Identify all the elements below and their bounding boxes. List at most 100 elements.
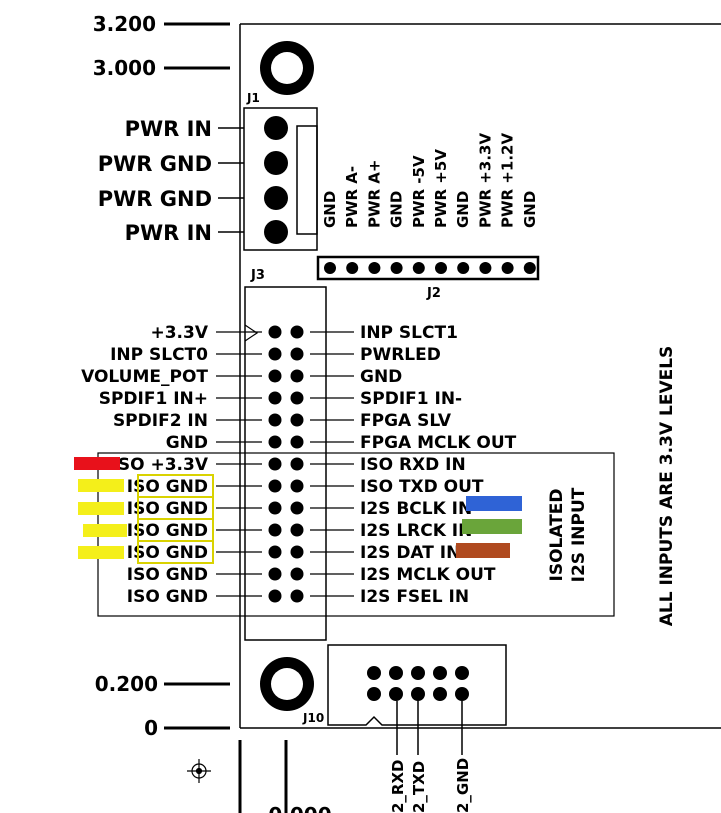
j10-pin-4 [433,666,447,680]
j3-right-label-8: ISO TXD OUT [360,477,484,497]
j10-pin-9 [433,687,447,701]
j2-designator: J2 [426,286,441,301]
j3-left-label-8: ISO GND [127,477,208,497]
isolated-label: ISOLATED [547,488,567,581]
i2s-input-label: I2S INPUT [569,487,589,582]
j2-pin-row [324,262,536,274]
j2-pin-2-label: PWR A- [343,166,361,228]
j2-pin-9 [501,262,514,274]
j3-left-label-10: ISO GND [127,521,208,541]
voltage-level-note: ALL INPUTS ARE 3.3V LEVELS [657,346,677,627]
j3-pin-right-12 [290,567,304,581]
j3-left-label-1: +3.3V [150,323,208,343]
yellow-highlight-3 [83,524,127,537]
j3-right-label-11: I2S DAT IN [360,543,460,563]
isolated-i2s-region: ISOLATED I2S INPUT [97,452,615,617]
j1-designator: J1 [246,91,260,105]
j3-right-label-10: I2S LRCK IN [360,521,472,541]
j2-pin-5 [412,262,425,274]
j3-left-label-5: SPDIF2 IN [113,411,208,431]
lrck-green-marker [462,519,522,534]
j2-pin-10-label: GND [521,191,539,228]
j3-right-label-1: INP SLCT1 [360,323,458,343]
j3-left-label-11: ISO GND [127,543,208,563]
dat-brown-marker [456,543,510,558]
j10-connector: J10 2_RXD 2_TXD 2_GND [302,644,507,813]
j3-pin-left-5 [268,413,282,427]
j3-right-label-13: I2S FSEL IN [360,587,469,607]
j2-pin-6 [435,262,447,274]
j1-pin-4-label: PWR IN [125,221,212,245]
j3-left-label-9: ISO GND [127,499,208,519]
yellow-highlight-1 [78,479,124,492]
j3-left-label-3: VOLUME_POT [81,367,208,387]
color-highlights [74,457,522,564]
j3-pin-right-4 [290,391,304,405]
j2-pin-1-label: GND [321,191,339,228]
dim-0200: 0.200 [95,672,158,696]
j2-pin-6-label: PWR +5V [432,149,450,228]
j3-pin-left-8 [268,479,282,493]
j3-pin-left-7 [268,457,282,471]
j10-pin-grid [367,666,469,701]
j3-pin-left-3 [268,369,282,383]
j3-pin-right-6 [290,435,304,449]
j3-pin-right-3 [290,369,304,383]
j3-left-label-4: SPDIF1 IN+ [99,389,208,409]
j3-pin-left-4 [268,391,282,405]
j3-pin-right-2 [290,347,304,361]
j3-right-label-6: FPGA MCLK OUT [360,433,517,453]
j1-pin-1-label: PWR IN [125,117,212,141]
mounting-hole-bottom [260,657,314,711]
j3-pin-right-7 [290,457,304,471]
j3-right-label-5: FPGA SLV [360,411,452,431]
yellow-box-4 [137,540,214,564]
j10-pin-10 [455,687,469,701]
j2-pin-3-label: PWR A+ [365,160,383,229]
j10-txd-label: 2_TXD [410,761,428,813]
j2-pin-4-label: GND [388,191,406,228]
dim-0: 0 [144,716,158,740]
j2-pin-1 [324,262,336,274]
j2-pin-8 [479,262,492,274]
yellow-highlight-2 [78,502,124,515]
j3-pin-left-1 [268,325,282,339]
j10-pin-3 [411,666,425,680]
dimension-markers: 3.200 3.000 0.200 0 0.000 [93,12,332,813]
j2-pin-4 [390,262,403,274]
j3-left-label-12: ISO GND [127,565,208,585]
j3-right-label-9: I2S BCLK IN [360,499,472,519]
j3-pin-grid [268,325,304,603]
j3-pin-right-5 [290,413,304,427]
j1-connector: J1 PWR IN PWR GND PWR GND PWR IN [98,91,318,251]
j3-pin-right-11 [290,545,304,559]
j3-pin-left-13 [268,589,282,603]
j3-pin-left-11 [268,545,282,559]
dim-cut-off: 0.000 [268,803,331,813]
j3-pin-right-9 [290,501,304,515]
j10-pin-8 [411,687,425,701]
crosshair-icon [187,759,211,783]
j10-pin-1 [367,666,381,680]
j10-pin-7 [389,687,403,701]
j1-pin-3-label: PWR GND [98,187,212,211]
j3-right-label-2: PWRLED [360,345,441,365]
j3-right-label-12: I2S MCLK OUT [360,565,496,585]
j2-pin-3 [368,262,381,274]
j10-pin-5 [455,666,469,680]
j3-left-label-2: INP SLCT0 [110,345,208,365]
j3-right-label-7: ISO RXD IN [360,455,466,475]
j3-pin-left-6 [268,435,282,449]
j3-left-label-13: ISO GND [127,587,208,607]
j3-left-label-6: GND [166,433,208,453]
j3-pin-right-1 [290,325,304,339]
bclk-blue-marker [466,496,522,511]
j10-designator: J10 [302,711,324,725]
j2-pin-7 [457,262,470,274]
j10-rxd-label: 2_RXD [389,759,407,813]
